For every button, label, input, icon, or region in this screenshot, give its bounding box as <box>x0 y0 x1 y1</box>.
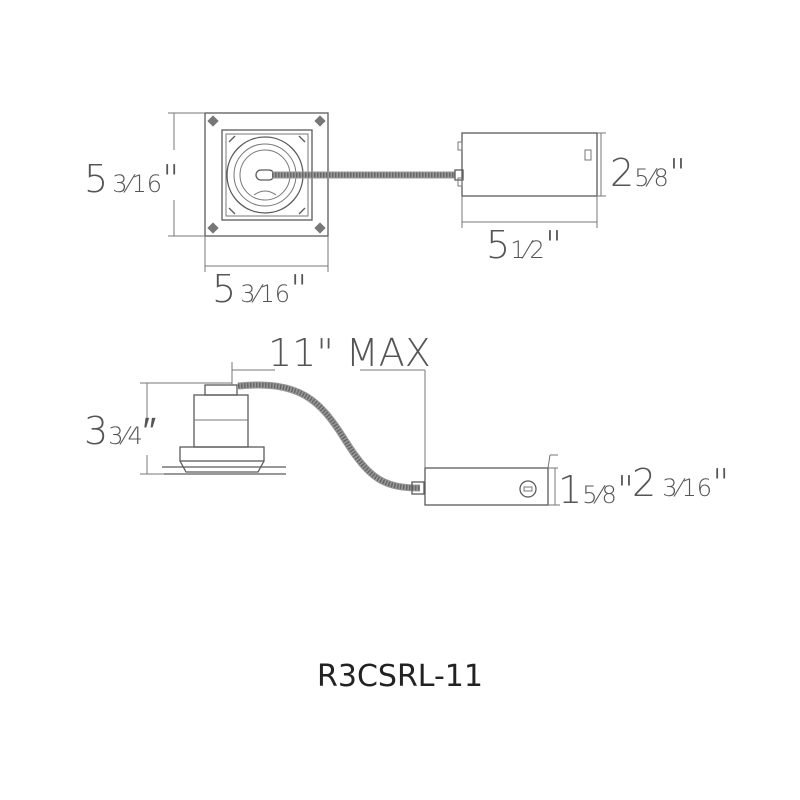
top-view-cable <box>272 169 464 181</box>
side-view-fixture <box>162 384 286 475</box>
driver-length-dimension: 51⁄2" <box>486 223 562 267</box>
top-view-driver-box <box>457 132 598 197</box>
box-height-dimension: 15⁄8" <box>558 468 634 512</box>
side-view-junction-box <box>424 467 549 506</box>
top-view-dimension-lines <box>168 112 606 272</box>
driver-height-dimension: 25⁄8" <box>610 151 686 195</box>
fixture-depth-dimension: 33⁄4″ <box>84 409 156 453</box>
model-number: R3CSRL-11 <box>317 659 483 694</box>
cable-length-dimension: 11" MAX <box>268 331 431 375</box>
side-view-cable <box>237 381 425 495</box>
side-view-dimension-lines <box>140 362 560 506</box>
